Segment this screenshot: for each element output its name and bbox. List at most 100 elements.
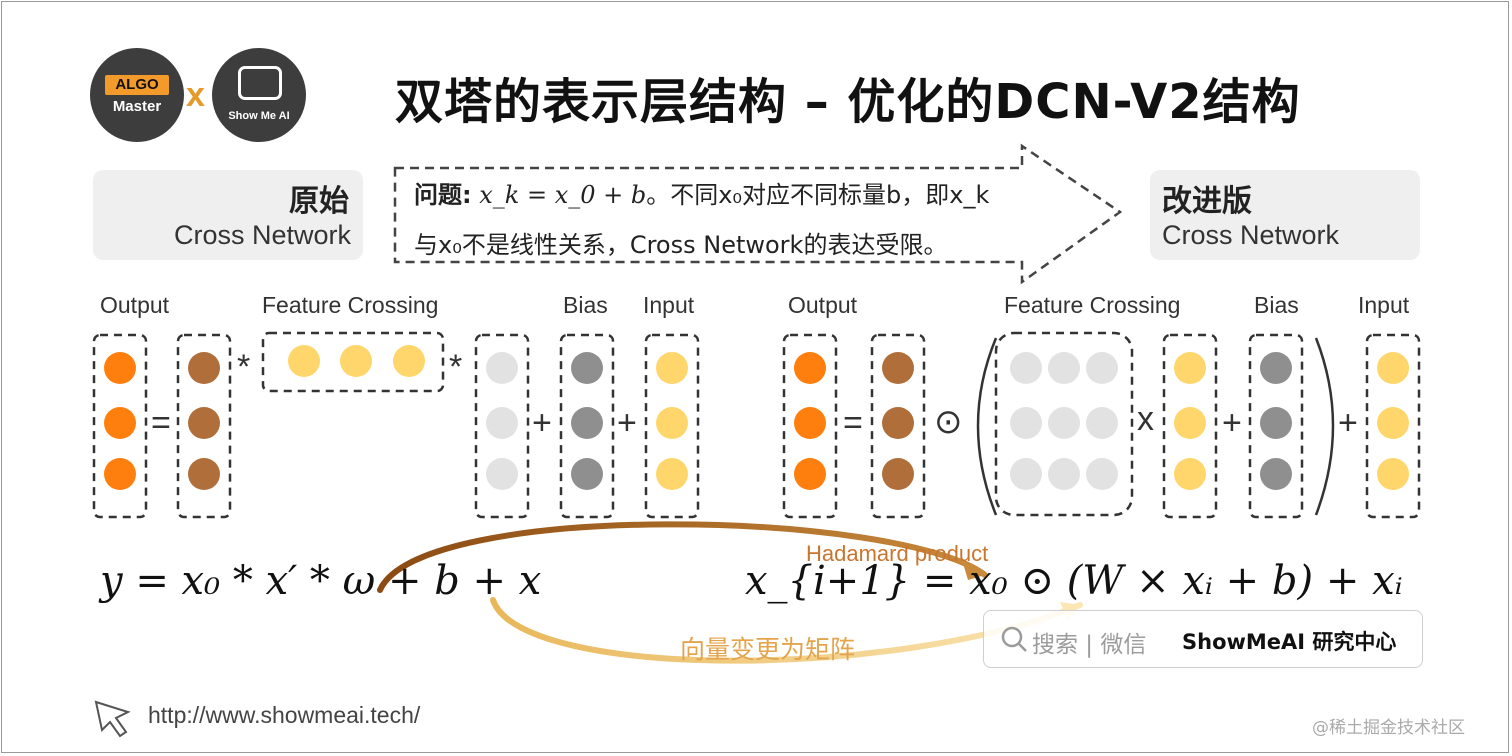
right-header-output: Output — [788, 292, 858, 318]
right-input-dot — [1377, 352, 1409, 384]
left-output-dot — [104, 352, 136, 384]
left-weight-dot — [486, 458, 518, 490]
left-output-dot — [104, 407, 136, 439]
left-input-dot — [656, 458, 688, 490]
right-bias-dot — [1260, 352, 1292, 384]
left-xprime-dot — [188, 407, 220, 439]
website-link[interactable]: http://www.showmeai.tech/ — [148, 702, 421, 728]
original-title: 原始 — [289, 184, 349, 219]
left-feature-dot — [393, 345, 425, 377]
left-input-dot — [656, 407, 688, 439]
right-matrix-dot — [1048, 458, 1080, 490]
algo-sub: Master — [112, 98, 162, 115]
left-op-plus1: + — [532, 404, 552, 442]
right-op-equals: = — [843, 404, 863, 442]
logo-separator: x — [186, 76, 205, 114]
credit-text: @稀土掘金技术社区 — [1312, 718, 1465, 738]
cursor-icon — [94, 700, 131, 738]
right-x0-dot — [882, 407, 914, 439]
right-input-dot — [1377, 458, 1409, 490]
left-weight-box — [474, 333, 530, 519]
left-feature-dot — [288, 345, 320, 377]
left-weight-dot — [486, 352, 518, 384]
problem-line2: 与x₀不是线性关系，Cross Network的表达受限。 — [414, 231, 948, 259]
right-x0-dot — [882, 458, 914, 490]
right-op-plus1: + — [1222, 404, 1242, 442]
right-matrix-dot — [1010, 352, 1042, 384]
watermark-brand: ShowMeAI 研究中心 — [1182, 630, 1397, 654]
right-input-dot — [1377, 407, 1409, 439]
left-op-equals: = — [151, 404, 171, 442]
original-subtitle: Cross Network — [173, 220, 351, 250]
algo-master-logo: ALGO Master — [90, 48, 184, 142]
right-x0-box — [870, 333, 926, 519]
problem-arrow-shape — [393, 143, 1123, 285]
vector-to-matrix-label: 向量变更为矩阵 — [680, 635, 856, 664]
showmeai-logo: Show Me AI — [212, 48, 306, 142]
hadamard-arrow — [377, 521, 988, 593]
left-bias-dot — [571, 458, 603, 490]
problem-formula: x_k = x_0 + b — [479, 181, 647, 209]
left-feature-box — [261, 331, 445, 393]
robot-face-icon — [238, 66, 282, 100]
left-weight-dot — [486, 407, 518, 439]
right-matrix-dot — [1086, 407, 1118, 439]
right-output-dot — [794, 458, 826, 490]
right-formula: x_{i+1} = x₀ ⊙ (W × xᵢ + b) + xᵢ — [745, 558, 1403, 604]
watermark-text: 搜索 | 微信 — [1032, 632, 1147, 658]
left-paren — [976, 337, 998, 516]
problem-label: 问题: — [414, 181, 472, 209]
right-matrix-dot — [1048, 352, 1080, 384]
right-matrix-dot — [1048, 407, 1080, 439]
left-header-feature: Feature Crossing — [262, 292, 439, 318]
right-x0-dot — [882, 352, 914, 384]
left-header-output: Output — [100, 292, 170, 318]
left-op-plus2: + — [617, 404, 637, 442]
right-matrix-dot — [1086, 458, 1118, 490]
problem-line1-text: 。不同x₀对应不同标量b，即x_k — [646, 181, 990, 209]
right-matrix-box — [994, 331, 1134, 517]
left-bias-box — [559, 333, 615, 519]
right-bias-box — [1248, 333, 1304, 519]
right-bias-dot — [1260, 458, 1292, 490]
showmeai-sub: Show Me AI — [228, 110, 290, 122]
original-panel: 原始 Cross Network — [93, 170, 363, 260]
right-bias-dot — [1260, 407, 1292, 439]
right-header-input: Input — [1358, 292, 1410, 318]
left-xprime-dot — [188, 458, 220, 490]
left-input-dot — [656, 352, 688, 384]
hadamard-arrowhead — [962, 560, 985, 580]
algo-tag: ALGO — [105, 75, 169, 95]
left-bias-dot — [571, 352, 603, 384]
page-title: 双塔的表示层结构 – 优化的DCN-V2结构 — [395, 74, 1301, 130]
watermark-box: 搜索 | 微信 ShowMeAI 研究中心 — [983, 610, 1423, 668]
right-output-dot — [794, 407, 826, 439]
left-header-bias: Bias — [563, 292, 608, 318]
right-header-bias: Bias — [1254, 292, 1299, 318]
hadamard-label: Hadamard product — [806, 541, 989, 566]
right-matrix-dot — [1010, 407, 1042, 439]
left-formula: y = x₀ * x′ * ω + b + x — [100, 558, 542, 604]
right-output-box — [782, 333, 838, 519]
right-matrix-dot — [1010, 458, 1042, 490]
left-op-mult2: * — [449, 348, 463, 386]
left-output-box — [92, 333, 148, 519]
left-feature-dot — [340, 345, 372, 377]
improved-title: 改进版 — [1162, 184, 1252, 219]
right-matrix-dot — [1086, 352, 1118, 384]
problem-line1: 问题: x_k = x_0 + b。不同x₀对应不同标量b，即x_k — [414, 175, 989, 210]
improved-subtitle: Cross Network — [1162, 220, 1340, 250]
right-header-feature: Feature Crossing — [1004, 292, 1181, 318]
improved-panel: 改进版 Cross Network — [1150, 170, 1420, 260]
left-xprime-dot — [188, 352, 220, 384]
left-header-input: Input — [643, 292, 695, 318]
right-op-times: x — [1137, 400, 1154, 438]
search-icon — [1001, 626, 1027, 652]
right-op-hadamard: ⊙ — [934, 403, 963, 441]
right-xi-dot — [1174, 407, 1206, 439]
left-bias-dot — [571, 407, 603, 439]
right-xi-dot — [1174, 458, 1206, 490]
right-output-dot — [794, 352, 826, 384]
right-xi-box — [1162, 333, 1218, 519]
